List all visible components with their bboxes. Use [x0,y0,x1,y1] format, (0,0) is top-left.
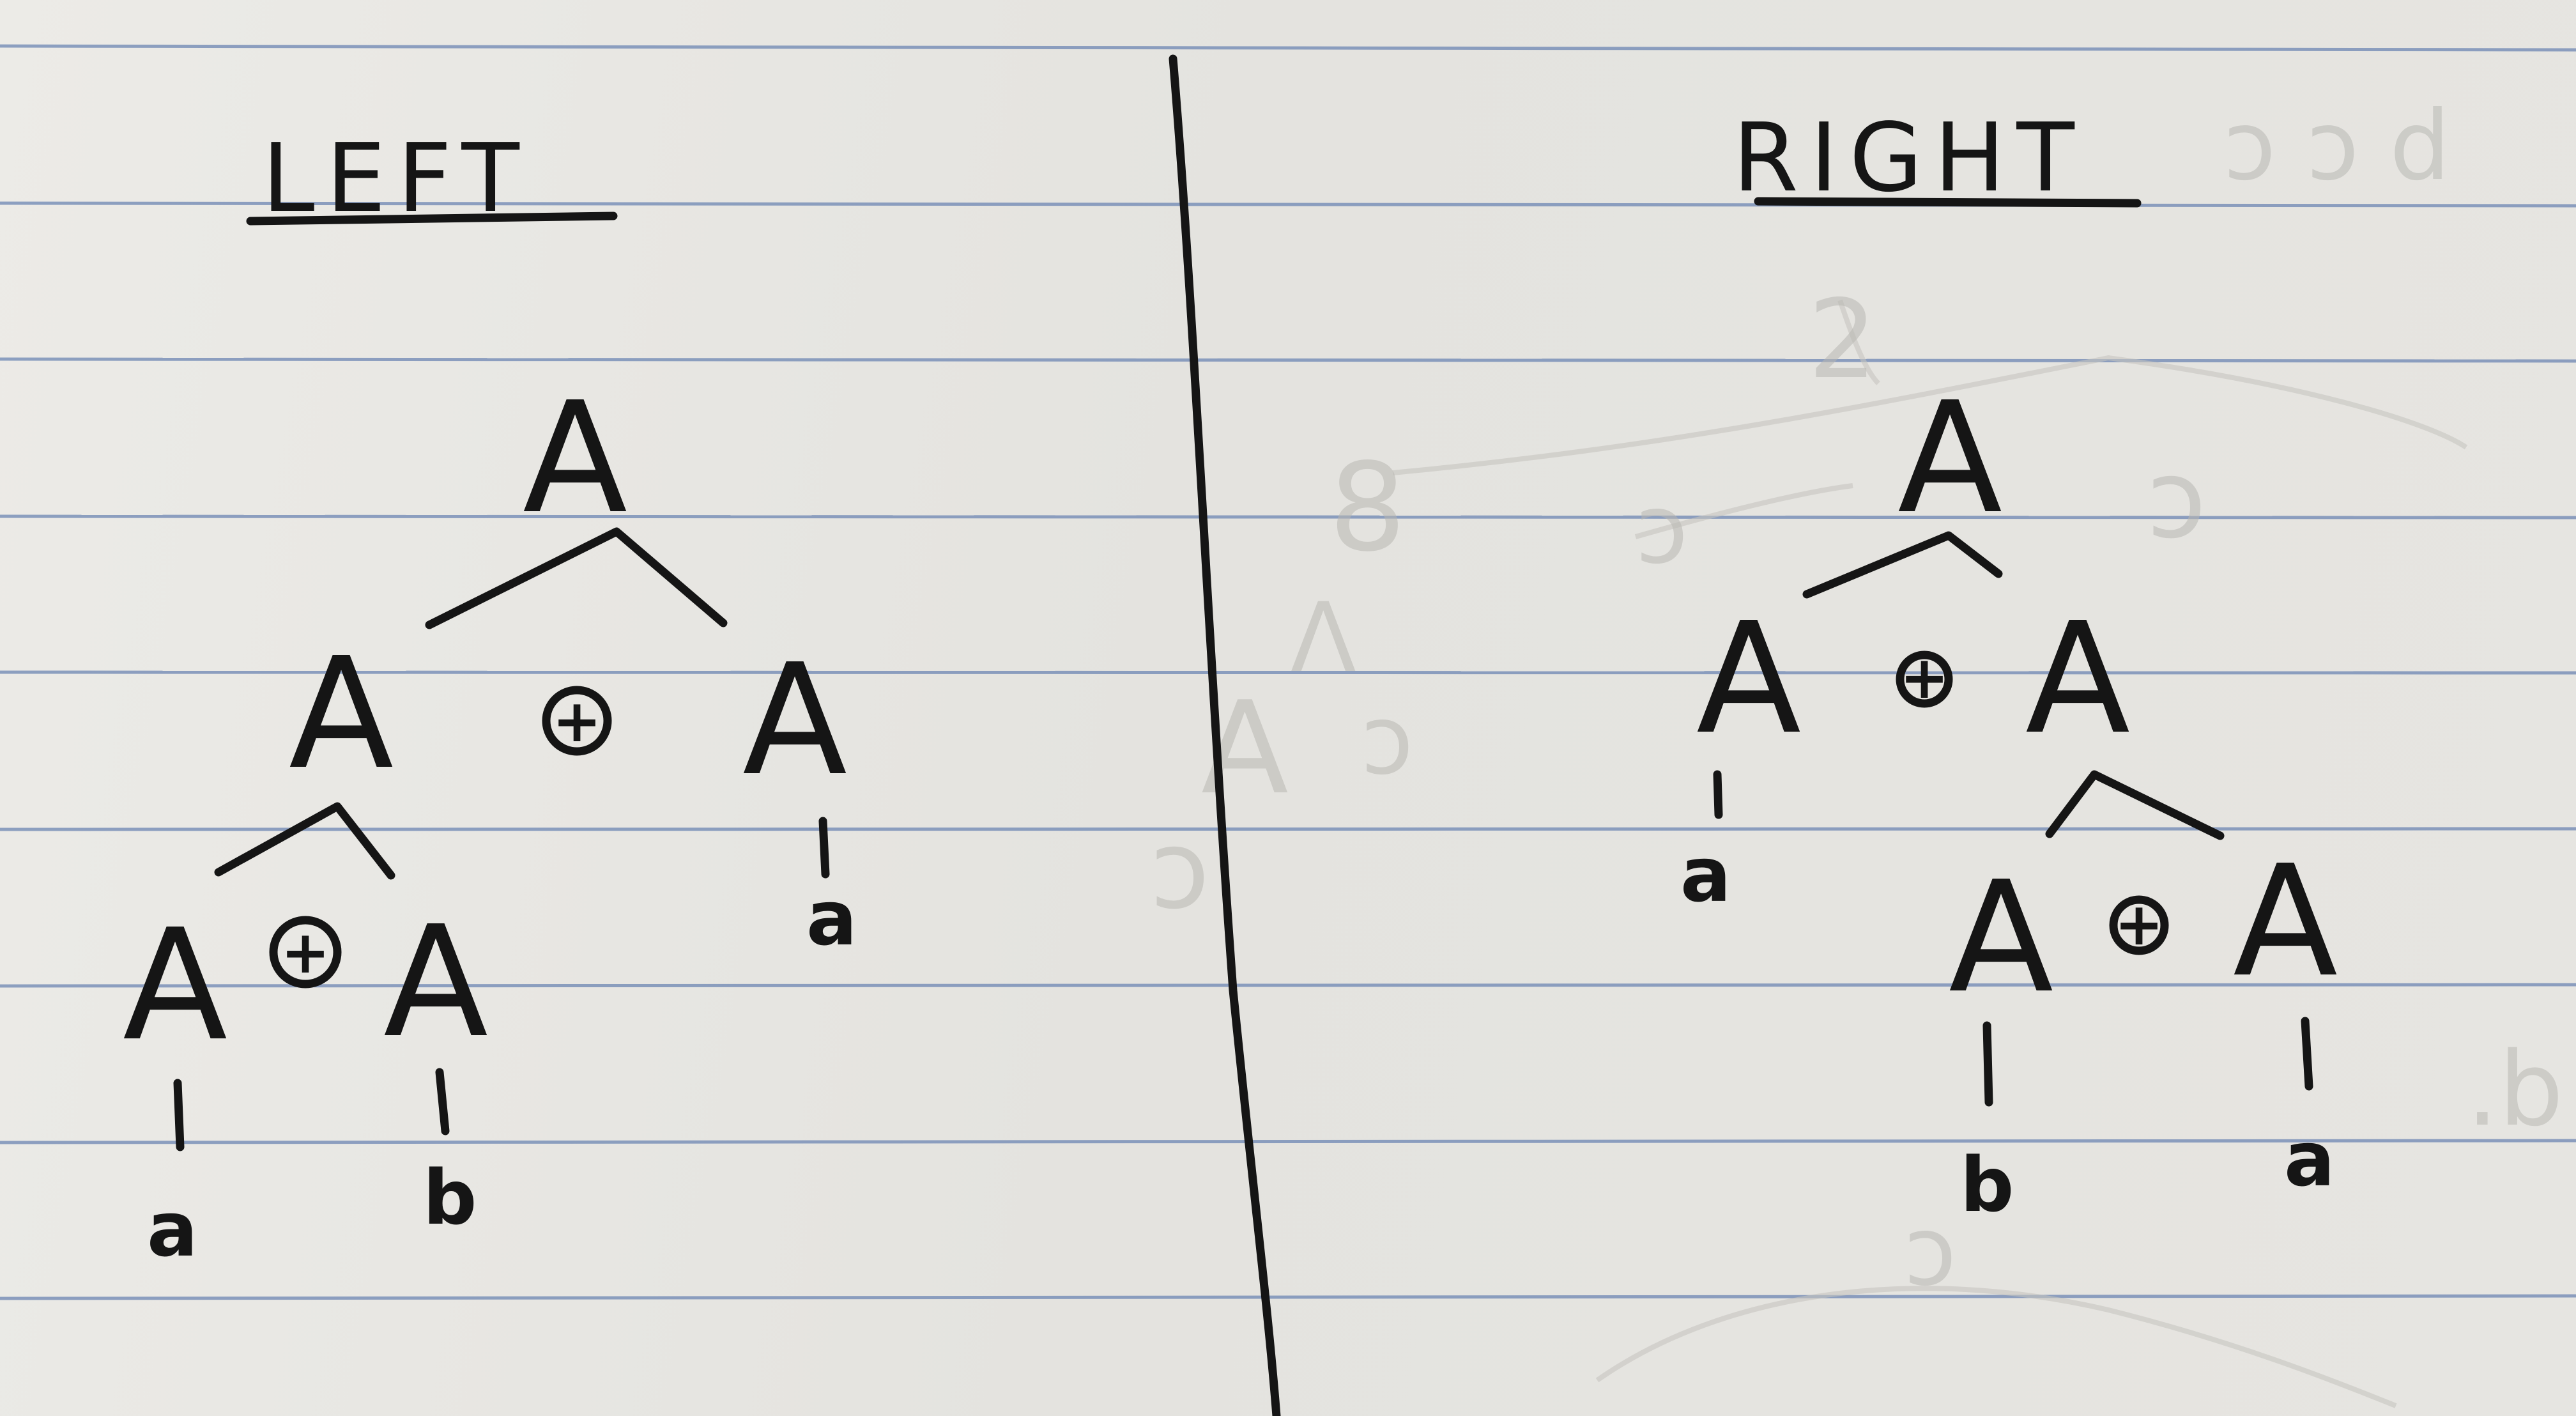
right-tree: RIGHT A A + A a A + A b a [1680,103,2338,1229]
svg-text:Λ: Λ [1291,583,1356,694]
svg-text:+: + [2114,890,2163,958]
svg-text:ɔ ɔ d: ɔ ɔ d [2223,91,2450,202]
left-root-branch [425,527,728,629]
svg-text:+: + [1899,643,1949,712]
left-level1-plus-icon: + [542,686,612,756]
left-level1-branch [214,802,395,880]
left-level1-left-node: A [289,624,394,803]
right-root-node: A [1897,369,2002,548]
left-root-node: A [523,369,627,548]
left-level2-left-node: A [123,896,227,1075]
left-level2-right-node: A [383,893,488,1072]
right-level2-right-node: A [2233,832,2338,1011]
left-level1-right-node: A [742,631,847,810]
svg-text:+: + [280,918,330,987]
right-level2-plus-icon: + [2109,890,2169,958]
svg-text:ɔ: ɔ [2147,436,2206,563]
right-level2-left-node: A [1949,848,2053,1027]
right-level2-left-edge [1982,1021,1993,1107]
left-level2-plus-icon: + [269,916,342,989]
left-level2-right-leaf: b [423,1153,477,1242]
left-level2-left-edge [173,1079,185,1151]
right-level1-right-node: A [2025,589,2130,768]
right-level2-right-edge [2301,1017,2313,1091]
right-level2-left-leaf: b [1960,1141,2014,1229]
svg-text:ɔ: ɔ [1361,685,1413,796]
right-root-branch [1802,531,2003,599]
svg-text:ɔ: ɔ [1904,1196,1956,1307]
left-tree: LEFT A A + A a A + A a b [123,123,857,1274]
svg-text:8: 8 [1329,437,1406,578]
left-level1-right-edge [818,817,830,879]
right-level1-left-node: A [1696,589,1801,768]
left-level2-left-leaf: a [147,1185,198,1274]
svg-text:2: 2 [1808,277,1877,403]
right-level1-left-edge [1713,770,1723,819]
bleed-through-marks: 8 Λ A ɔ ɔ ɔ ɔ 2 .b ɔ ɔ d ɔ [1150,91,2563,1408]
svg-text:.b: .b [2466,1029,2563,1149]
right-level2-right-leaf: a [2284,1115,2335,1203]
ruled-lines [0,44,2576,1300]
right-level1-branch [2045,770,2225,840]
svg-text:ɔ: ɔ [1636,474,1688,585]
right-level1-left-leaf: a [1680,831,1731,919]
left-level2-right-edge [435,1068,450,1135]
left-level1-right-leaf: a [806,874,857,962]
right-heading-underline [1754,197,2142,208]
svg-text:+: + [552,687,601,755]
right-level1-plus-icon: + [1896,643,1953,712]
left-heading-underline [246,212,618,226]
svg-text:ɔ: ɔ [1150,807,1209,934]
right-heading: RIGHT [1733,103,2086,213]
divider-line [1169,54,1281,1416]
